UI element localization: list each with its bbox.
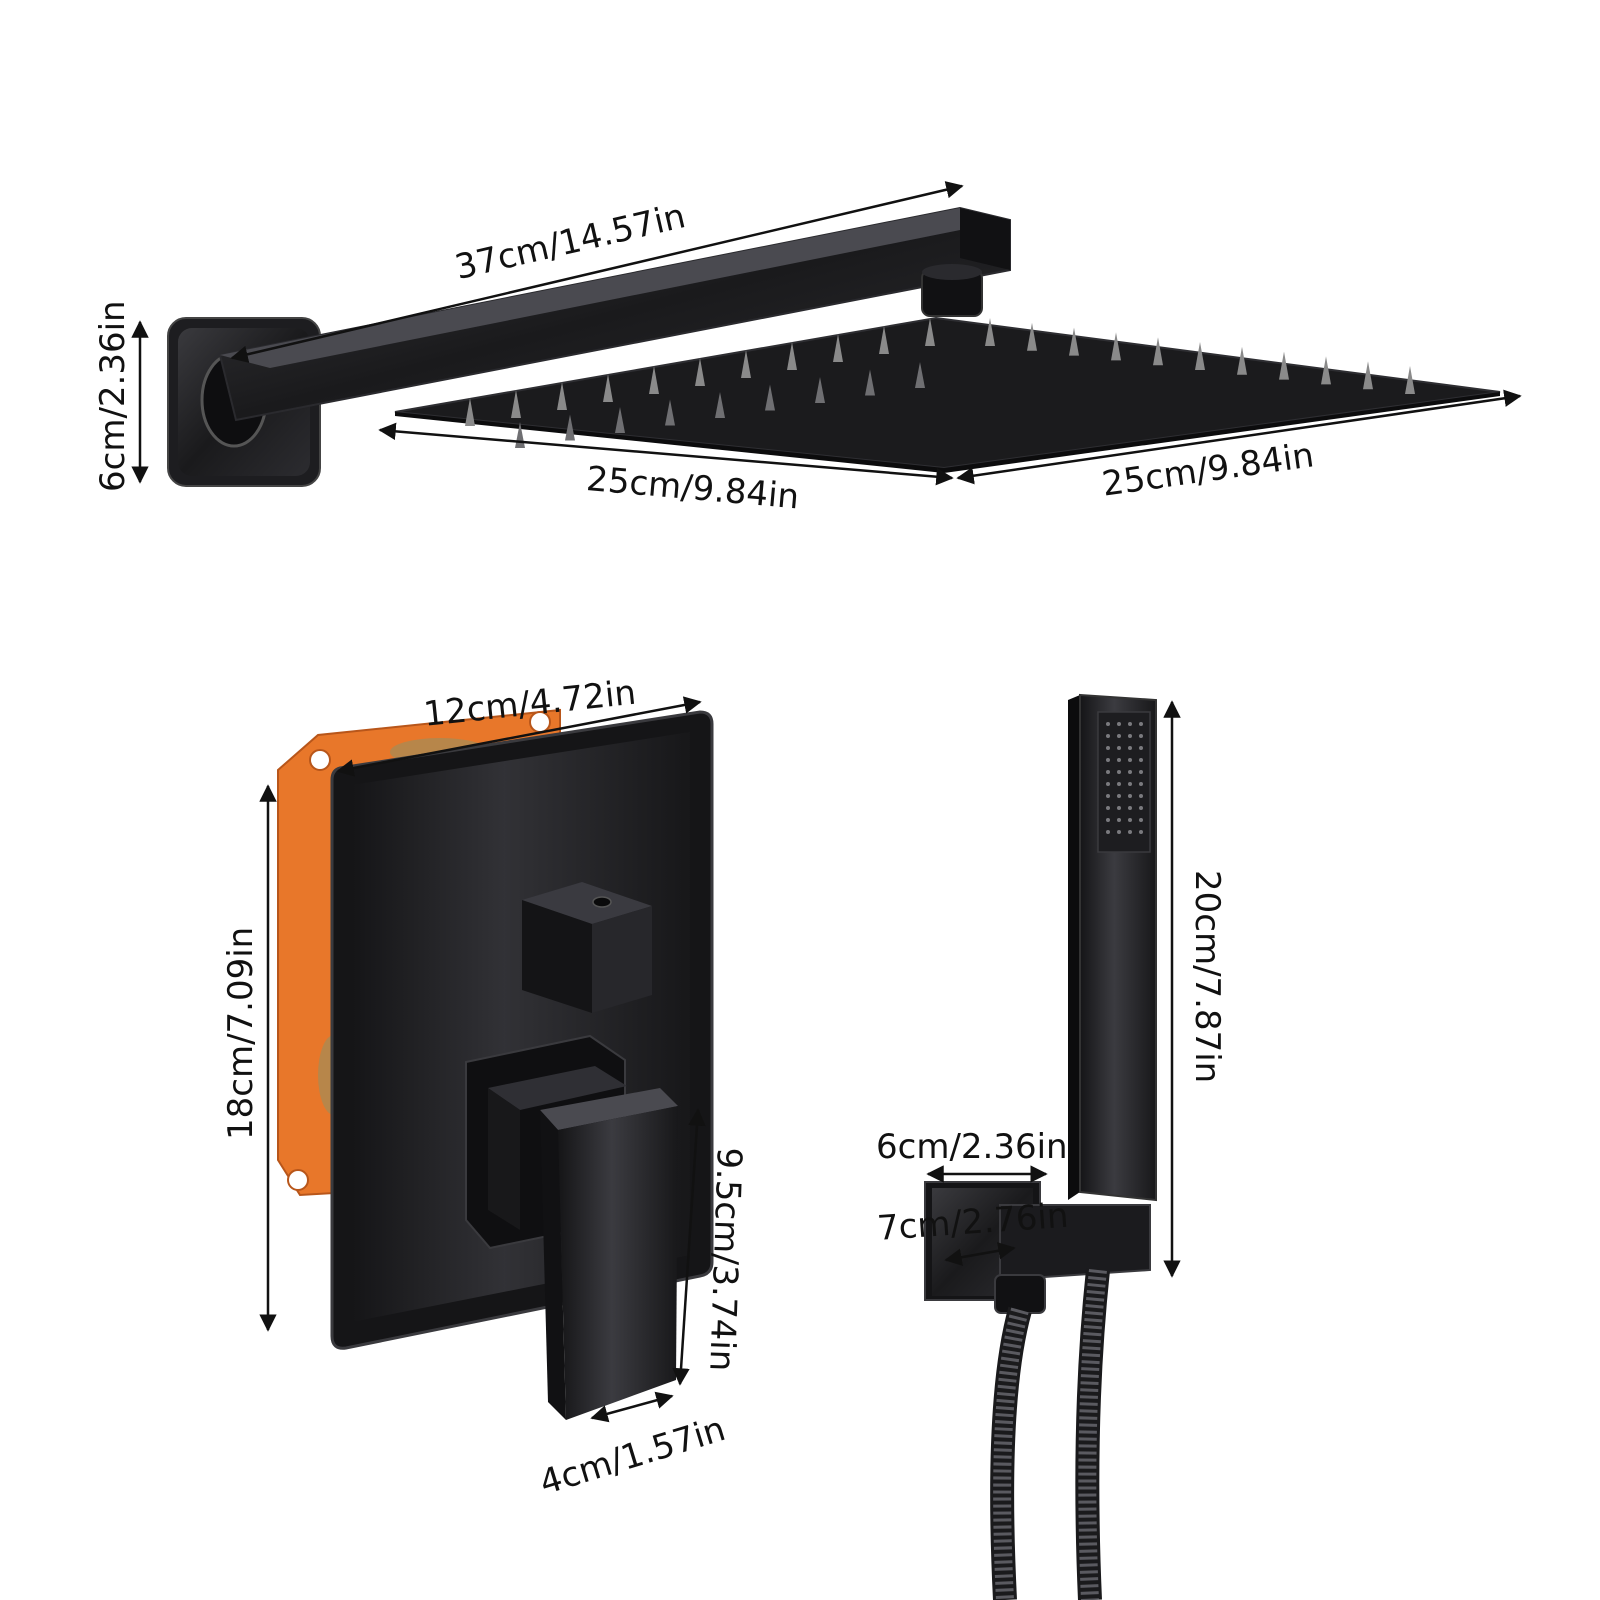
- hand-shower-icon: [924, 693, 1157, 1600]
- spray-hole: [1139, 746, 1143, 750]
- arm-length-arrow: [230, 181, 964, 363]
- nozzle: [765, 384, 775, 411]
- spray-hole: [1139, 830, 1143, 834]
- spray-hole: [1117, 734, 1121, 738]
- nozzle: [665, 399, 675, 426]
- spray-hole: [1139, 734, 1143, 738]
- spray-hole: [1128, 818, 1132, 822]
- spray-hole: [1139, 722, 1143, 726]
- spray-hole: [1117, 722, 1121, 726]
- spray-hole: [1117, 818, 1121, 822]
- spray-hole: [1128, 782, 1132, 786]
- valve-width-arrow: [336, 696, 702, 777]
- spray-face: [1106, 722, 1143, 834]
- holder-width-label: 6cm/2.36in: [876, 1127, 1068, 1167]
- nozzle: [557, 382, 567, 410]
- nozzle: [715, 392, 725, 418]
- nozzle: [815, 377, 825, 403]
- spray-hole: [1106, 722, 1110, 726]
- nozzle: [1153, 337, 1163, 366]
- spray-hole: [1106, 794, 1110, 798]
- wall-holder: [924, 1181, 1151, 1314]
- nozzle: [1405, 366, 1415, 394]
- spray-hole: [1117, 758, 1121, 762]
- spray-hole: [1128, 830, 1132, 834]
- hand-shower-handle: [1068, 693, 1157, 1202]
- handle-height-label: 9.5cm/3.74in: [701, 1146, 749, 1373]
- diverter-valve-icon: [277, 708, 714, 1420]
- valve-height-label: 18cm/7.09in: [221, 926, 261, 1140]
- spray-hole: [1106, 806, 1110, 810]
- nozzle: [1069, 327, 1079, 356]
- nozzle: [695, 358, 705, 386]
- spray-hole: [1117, 746, 1121, 750]
- nozzle: [1279, 351, 1289, 380]
- nozzle: [649, 366, 659, 394]
- hand-shower-length-label: 20cm/7.87in: [1187, 870, 1227, 1084]
- nozzle: [1321, 356, 1331, 385]
- spray-hole: [1117, 830, 1121, 834]
- spray-hole: [1139, 758, 1143, 762]
- spray-hole: [1117, 782, 1121, 786]
- spray-hole: [1139, 818, 1143, 822]
- spray-hole: [1128, 758, 1132, 762]
- diverter-button: [522, 882, 652, 1013]
- flange-height-label: 6cm/2.36in: [93, 300, 133, 492]
- nozzle: [1195, 342, 1205, 370]
- spray-hole: [1128, 794, 1132, 798]
- spray-hole: [1106, 770, 1110, 774]
- spray-hole: [1128, 722, 1132, 726]
- nozzle: [915, 362, 925, 388]
- nozzle: [511, 390, 521, 418]
- head-front-arrow: [378, 422, 954, 486]
- lever-handle: [465, 1034, 678, 1420]
- spray-hole: [1106, 818, 1110, 822]
- handle-height-arrow: [672, 1108, 706, 1386]
- spray-hole: [1128, 806, 1132, 810]
- spray-hole: [1117, 794, 1121, 798]
- spray-hole: [1139, 794, 1143, 798]
- spray-hole: [1139, 770, 1143, 774]
- nozzle: [1027, 322, 1037, 351]
- nozzle: [603, 374, 613, 402]
- spray-hole: [1128, 746, 1132, 750]
- spray-hole: [1128, 770, 1132, 774]
- nozzle: [465, 398, 475, 426]
- spray-hole: [1106, 830, 1110, 834]
- spray-hole: [1128, 734, 1132, 738]
- spray-hole: [1117, 770, 1121, 774]
- spray-hole: [1106, 782, 1110, 786]
- nozzle: [865, 369, 875, 396]
- nozzle: [1111, 332, 1121, 361]
- spray-hole: [1106, 734, 1110, 738]
- spray-hole: [1117, 806, 1121, 810]
- head-side-arrow: [956, 389, 1522, 485]
- holder-depth-arrow: [944, 1242, 1016, 1266]
- spray-hole: [1106, 746, 1110, 750]
- dimension-arrows: [131, 181, 1522, 1423]
- spray-hole: [1106, 758, 1110, 762]
- handle-width-arrow: [590, 1391, 674, 1423]
- nozzle: [741, 350, 751, 378]
- spray-hole: [1139, 806, 1143, 810]
- spray-hole: [1139, 782, 1143, 786]
- nozzle: [1237, 346, 1247, 375]
- shower-hose: [990, 1268, 1110, 1600]
- nozzle: [985, 318, 995, 346]
- nozzle: [1363, 361, 1373, 390]
